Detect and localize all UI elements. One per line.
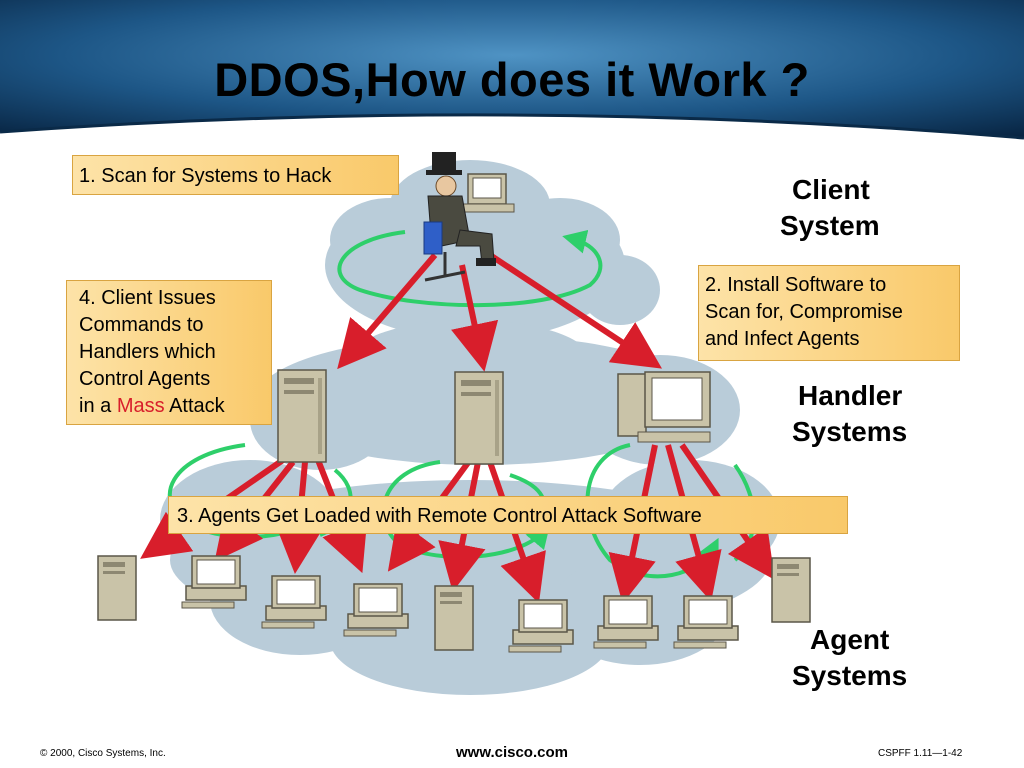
footer-url: www.cisco.com: [456, 744, 568, 761]
callout-step-2-line: Scan for, Compromise: [705, 301, 903, 323]
callout-step-4-line: Handlers which: [79, 341, 216, 363]
slide-title: DDOS,How does it Work ?: [214, 53, 810, 106]
label-line: System: [780, 210, 880, 241]
callout-step-4-line: Control Agents: [79, 368, 211, 390]
agent-desktop-icon: [343, 583, 409, 637]
callout-step-4-line: in a Mass Attack: [79, 393, 265, 420]
label-line: Handler: [798, 380, 903, 411]
callout-step-1: 1. Scan for Systems to Hack: [72, 155, 399, 195]
label-line: Systems: [792, 660, 908, 691]
callout-step-2-line: and Infect Agents: [705, 328, 860, 350]
agent-server-icon: [97, 555, 137, 621]
agent-server-icon: [771, 557, 811, 623]
agent-server-icon: [434, 585, 474, 651]
callout-step-2: 2. Install Software to Scan for, Comprom…: [698, 265, 960, 361]
handler-server-icon: [277, 369, 327, 463]
agent-desktop-icon: [508, 599, 574, 653]
label-line: Systems: [792, 416, 908, 447]
callout-step-4-line: Commands to: [79, 314, 204, 336]
footer-slide-code: CSPFF 1.11—1-42: [878, 748, 963, 759]
footer-copyright: © 2000, Cisco Systems, Inc.: [40, 748, 166, 759]
handler-server-icon: [454, 371, 504, 465]
handler-systems-label: Handler Systems: [792, 378, 907, 450]
callout-step-4-text: in a: [79, 395, 117, 417]
callout-step-3: 3. Agents Get Loaded with Remote Control…: [168, 496, 848, 534]
callout-step-2-line: 2. Install Software to: [705, 274, 887, 296]
callout-step-4-line: 4. Client Issues: [79, 287, 216, 309]
agent-systems-label: Agent Systems: [792, 622, 907, 694]
header-banner: [0, 0, 1024, 140]
agent-desktop-icon: [261, 575, 327, 629]
agent-desktop-icon: [673, 595, 739, 649]
client-system-label: Client System: [780, 172, 880, 244]
label-line: Agent: [810, 624, 890, 655]
label-line: Client: [792, 174, 870, 205]
handler-workstation-icon: [617, 371, 711, 443]
callout-step-4-text: Attack: [164, 395, 225, 417]
hacker-figure-icon: [423, 152, 515, 282]
agent-desktop-icon: [181, 555, 247, 609]
agent-desktop-icon: [593, 595, 659, 649]
callout-step-4: 4. Client Issues Commands to Handlers wh…: [66, 280, 272, 425]
mass-highlight: Mass: [116, 395, 165, 417]
